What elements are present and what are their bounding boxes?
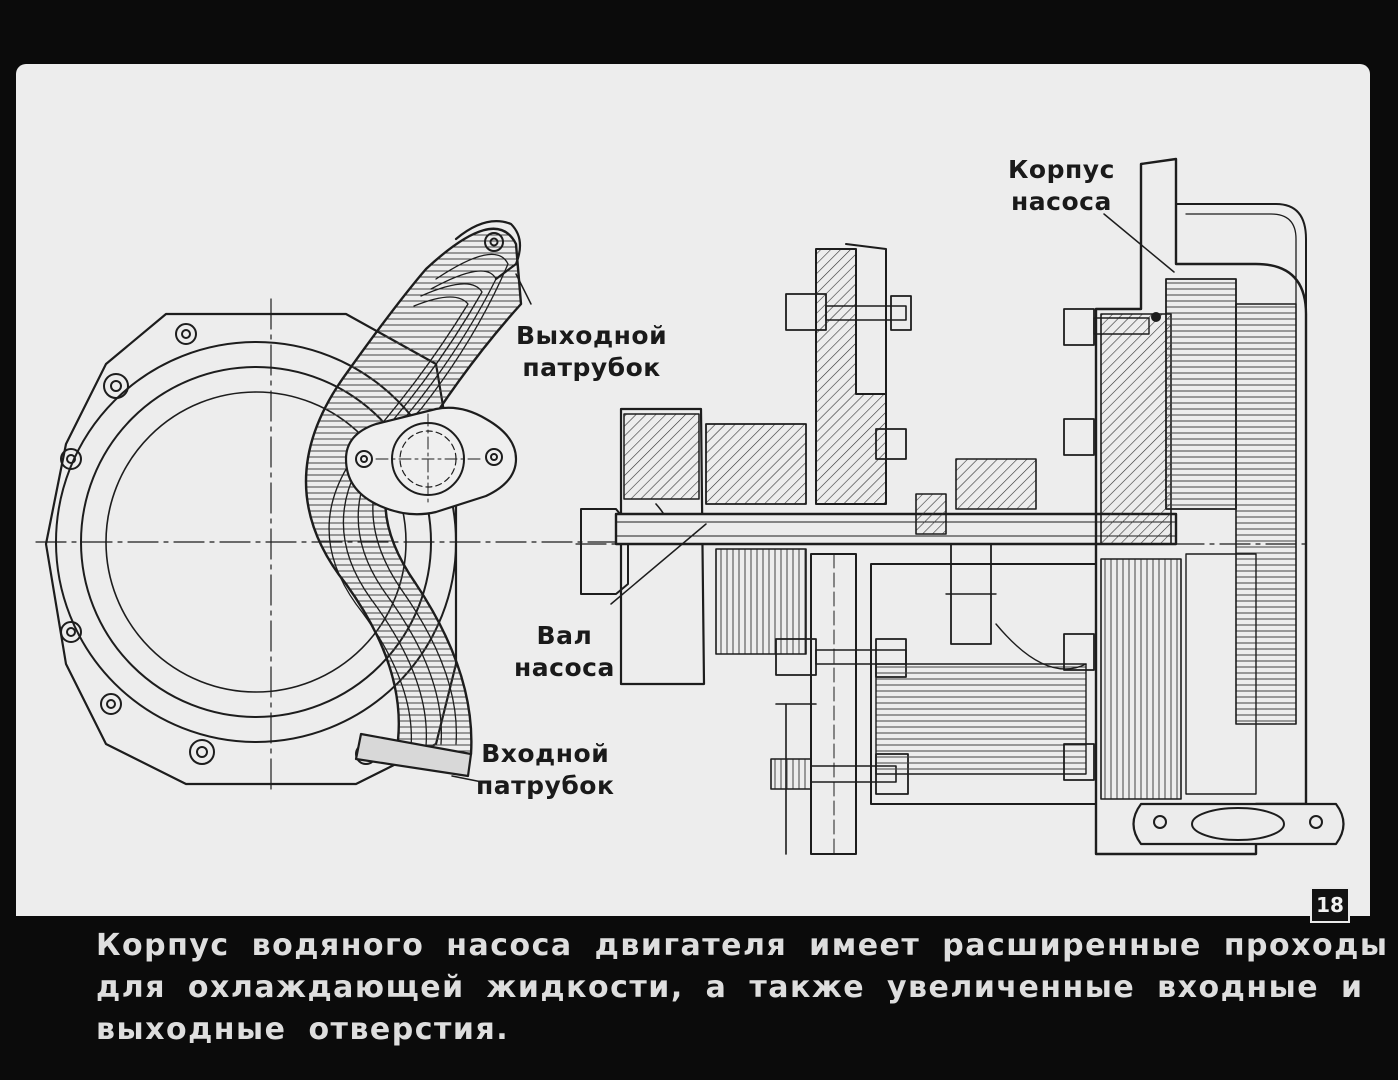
caption-line: Корпус водяного насоса двигателя имеет р… <box>96 928 1389 963</box>
housing-bolts <box>1063 308 1161 781</box>
leader-lines <box>451 213 1175 783</box>
slide-number-badge: 18 <box>1310 887 1350 923</box>
slide-caption: Корпус водяного насоса двигателя имеет р… <box>96 925 1389 1051</box>
section-view <box>575 157 1345 856</box>
label-pump-shaft: Вал насоса <box>514 621 615 682</box>
pump-technical-drawing <box>35 157 1345 856</box>
label-inlet-pipe: Входной патрубок <box>476 739 615 800</box>
front-view <box>35 220 637 795</box>
caption-line: выходные отверстия. <box>96 1012 510 1047</box>
label-pump-housing: Корпус насоса <box>1008 155 1115 216</box>
drawing-panel: Корпус насоса Выходной патрубок Вал насо… <box>16 64 1370 916</box>
caption-line: для охлаждающей жидкости, а также увелич… <box>96 970 1364 1005</box>
label-outlet-pipe: Выходной патрубок <box>516 321 668 382</box>
